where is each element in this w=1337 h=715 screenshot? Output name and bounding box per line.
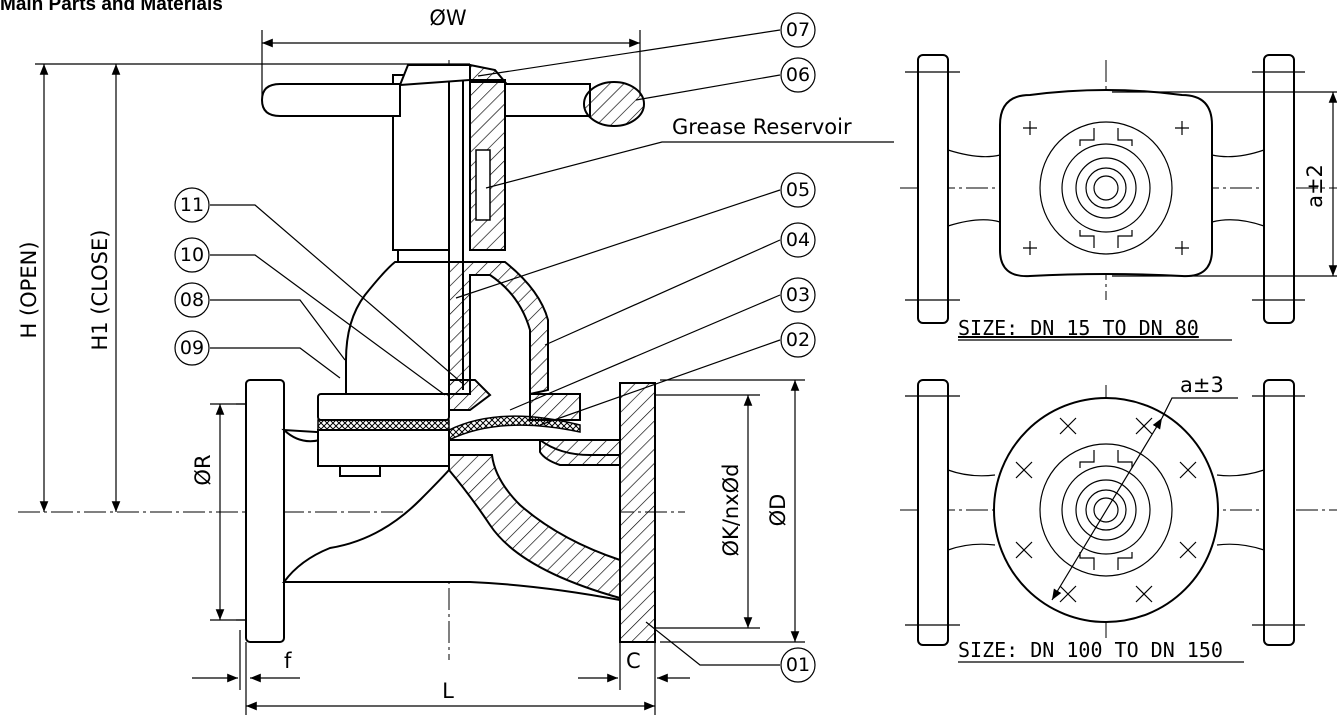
dim-h1-close: H1 (CLOSE) (88, 230, 112, 351)
svg-text:06: 06 (786, 64, 810, 86)
callout-leaders (210, 29, 781, 666)
dim-a2: a±2 (1303, 164, 1327, 208)
compressor (448, 379, 492, 411)
callout-09: 09 (174, 330, 210, 366)
svg-text:10: 10 (180, 244, 204, 266)
top-view-small (900, 54, 1337, 324)
grease-reservoir-leader (485, 141, 894, 189)
callout-02: 02 (780, 322, 816, 358)
callout-01: 01 (780, 647, 816, 683)
svg-text:04: 04 (786, 229, 810, 251)
svg-text:01: 01 (786, 654, 810, 676)
top-view-large (900, 379, 1337, 646)
dim-r: ØR (191, 454, 215, 485)
handwheel-left (260, 83, 401, 117)
svg-text:05: 05 (786, 179, 810, 201)
callout-05: 05 (780, 172, 816, 208)
callout-11: 11 (174, 187, 210, 223)
bonnet-flange (317, 393, 450, 421)
body-wall (448, 454, 621, 600)
dim-h-open: H (OPEN) (17, 241, 41, 338)
stem-housing (392, 74, 450, 251)
svg-text:02: 02 (786, 329, 810, 351)
callout-03: 03 (780, 277, 816, 313)
left-flange (245, 379, 285, 643)
dim-l: L (442, 679, 454, 703)
dim-k: ØK/nxØd (719, 464, 743, 557)
callout-07: 07 (780, 12, 816, 48)
svg-text:08: 08 (180, 289, 204, 311)
dim-d: ØD (766, 494, 790, 527)
svg-text:11: 11 (180, 194, 204, 216)
caption-size-large: SIZE: DN 100 TO DN 150 (958, 638, 1223, 662)
dim-w: ØW (429, 6, 467, 30)
callout-10: 10 (174, 237, 210, 273)
svg-text:07: 07 (786, 19, 810, 41)
callout-04: 04 (780, 222, 816, 258)
caption-size-small: SIZE: DN 15 TO DN 80 (958, 316, 1199, 340)
callout-08: 08 (174, 282, 210, 318)
svg-text:03: 03 (786, 284, 810, 306)
right-flange (619, 382, 656, 643)
dimension-lines (35, 30, 805, 715)
svg-text:09: 09 (180, 337, 204, 359)
handwheel-hub (398, 64, 471, 87)
dim-c: C (626, 649, 641, 673)
callout-06: 06 (780, 57, 816, 93)
grease-reservoir-label: Grease Reservoir (672, 115, 852, 139)
dim-a3: a±3 (1180, 373, 1224, 397)
page-title: Main Parts and Materials (0, 0, 223, 15)
handwheel-section (583, 81, 645, 127)
section-view (18, 60, 685, 660)
dim-f: f (284, 649, 292, 673)
